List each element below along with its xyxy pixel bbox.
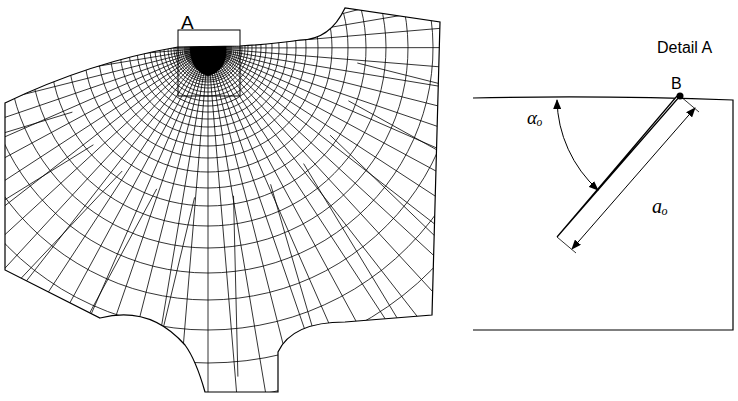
mesh-line	[0, 0, 490, 330]
mesh-line	[0, 48, 208, 203]
mesh-line	[304, 164, 398, 319]
extension-line	[680, 96, 699, 112]
mesh-line	[208, 48, 209, 401]
mesh-line	[208, 0, 681, 48]
refined-mesh	[190, 46, 226, 76]
mesh-line	[0, 48, 208, 240]
mesh-line	[208, 48, 471, 401]
dimension-line	[572, 108, 695, 249]
crack	[557, 96, 680, 237]
detail-callout: A	[181, 13, 194, 32]
mesh-line	[0, 75, 61, 81]
mesh-line	[0, 0, 460, 300]
mesh-line	[0, 0, 208, 48]
mesh-line	[330, 135, 460, 260]
mesh-line	[0, 145, 93, 240]
mesh-line	[0, 48, 208, 401]
mesh-line	[208, 48, 401, 401]
mesh-line	[0, 171, 122, 303]
mesh-line	[0, 48, 208, 373]
mesh-outline	[5, 8, 440, 392]
mesh-line	[0, 0, 638, 401]
mesh-line	[208, 48, 533, 401]
mesh-line	[208, 47, 688, 49]
mesh-line	[0, 112, 72, 165]
mesh-line	[357, 63, 532, 107]
detail-outline	[473, 97, 733, 330]
mesh-line	[208, 48, 686, 87]
mesh-line	[0, 0, 523, 363]
mesh-line	[0, 48, 208, 276]
mesh-line	[71, 189, 157, 348]
mesh-line	[208, 48, 326, 401]
detail-title: Detail A	[657, 40, 712, 56]
mesh-line	[208, 48, 248, 401]
dimension-label: aₒ	[652, 196, 668, 216]
mesh-line	[208, 48, 674, 165]
mesh-line	[0, 48, 208, 401]
mesh-line	[90, 48, 208, 401]
mesh-line	[0, 8, 208, 49]
extension-line	[557, 237, 576, 253]
angle-arc	[557, 100, 598, 190]
mesh-line	[0, 48, 208, 87]
angle-label: αₒ	[527, 108, 542, 127]
mesh-line	[208, 48, 682, 126]
mesh-line	[208, 48, 561, 373]
mesh-line	[208, 48, 610, 310]
point-label: B	[671, 76, 682, 92]
mesh-line	[208, 48, 648, 240]
mesh-line	[129, 48, 208, 401]
mesh-line	[234, 196, 238, 377]
mesh-line	[0, 0, 208, 48]
mesh-line	[152, 197, 194, 373]
fe-mesh	[0, 0, 688, 401]
mesh-line	[208, 48, 587, 342]
detail-box	[178, 30, 240, 96]
mesh-line	[208, 48, 437, 401]
mesh-line	[208, 0, 673, 48]
mesh-line	[208, 8, 686, 49]
mesh-line	[208, 48, 503, 401]
mesh-line	[0, 48, 208, 401]
mesh-line	[0, 48, 208, 126]
mesh-line	[208, 48, 287, 401]
mesh-line	[0, 48, 208, 401]
mesh-line	[0, 0, 598, 401]
